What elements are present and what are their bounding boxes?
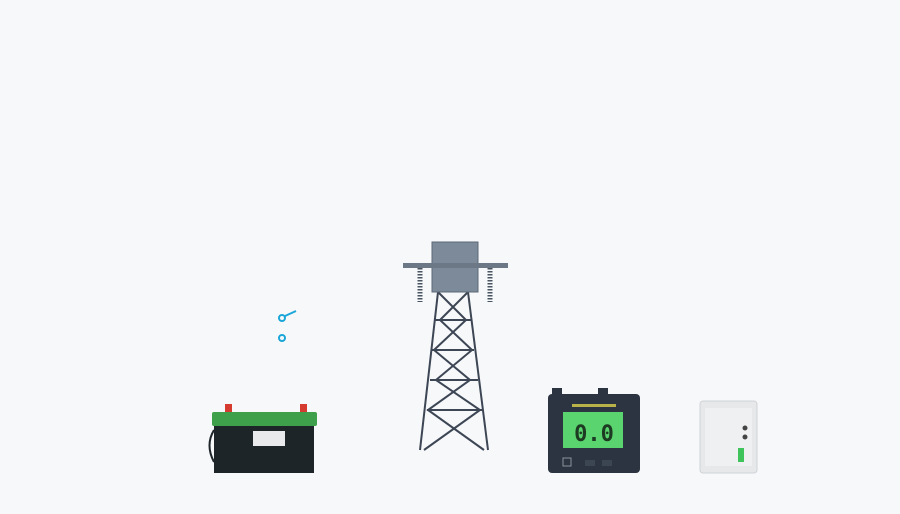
meter-icon: 0.0	[548, 388, 640, 473]
outlet-icon	[699, 400, 758, 474]
battery-icon	[208, 404, 317, 473]
transmission-tower-icon	[419, 291, 489, 451]
meter-button[interactable]	[585, 460, 595, 466]
meter-reading: 0.0	[574, 422, 614, 447]
switch-icon[interactable]	[278, 310, 297, 342]
meter-button[interactable]	[602, 460, 612, 466]
insulators	[417, 268, 493, 302]
crossarm	[403, 263, 508, 268]
